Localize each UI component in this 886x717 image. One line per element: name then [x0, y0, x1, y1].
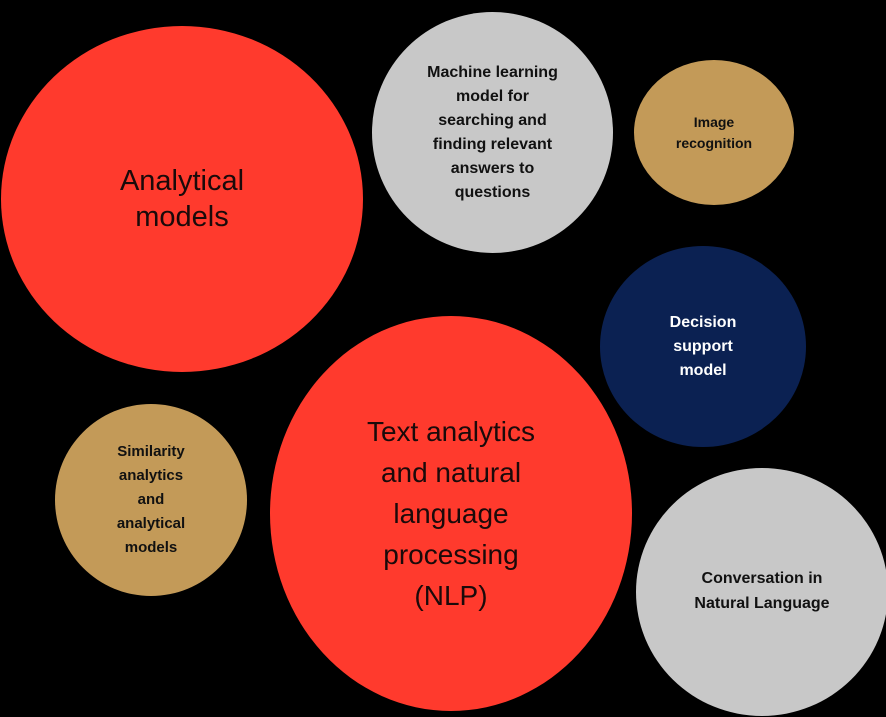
bubble-analytical-models: Analytical models — [1, 26, 363, 372]
bubble-decision-support-model-label: Decision support model — [669, 313, 737, 379]
bubble-similarity-analytics-label: Similarity analytics and analytical mode… — [116, 443, 186, 556]
bubble-image-recognition: Image recognition — [634, 60, 794, 205]
bubble-text-analytics-nlp: Text analytics and natural language proc… — [270, 316, 632, 711]
bubble-text-analytics-nlp-label: Text analytics and natural language proc… — [366, 415, 536, 612]
bubble-machine-learning-model-label: Machine learning model for searching and… — [427, 63, 558, 201]
bubble-conversation-natural-language: Conversation in Natural Language — [636, 468, 886, 716]
bubble-image-recognition-label: Image recognition — [675, 114, 753, 151]
bubble-conversation-natural-language-label: Conversation in Natural Language — [694, 570, 830, 612]
bubble-decision-support-model: Decision support model — [600, 246, 806, 447]
bubble-analytical-models-label: Analytical models — [119, 164, 245, 233]
bubble-similarity-analytics: Similarity analytics and analytical mode… — [55, 404, 247, 596]
bubble-machine-learning-model: Machine learning model for searching and… — [372, 12, 613, 253]
